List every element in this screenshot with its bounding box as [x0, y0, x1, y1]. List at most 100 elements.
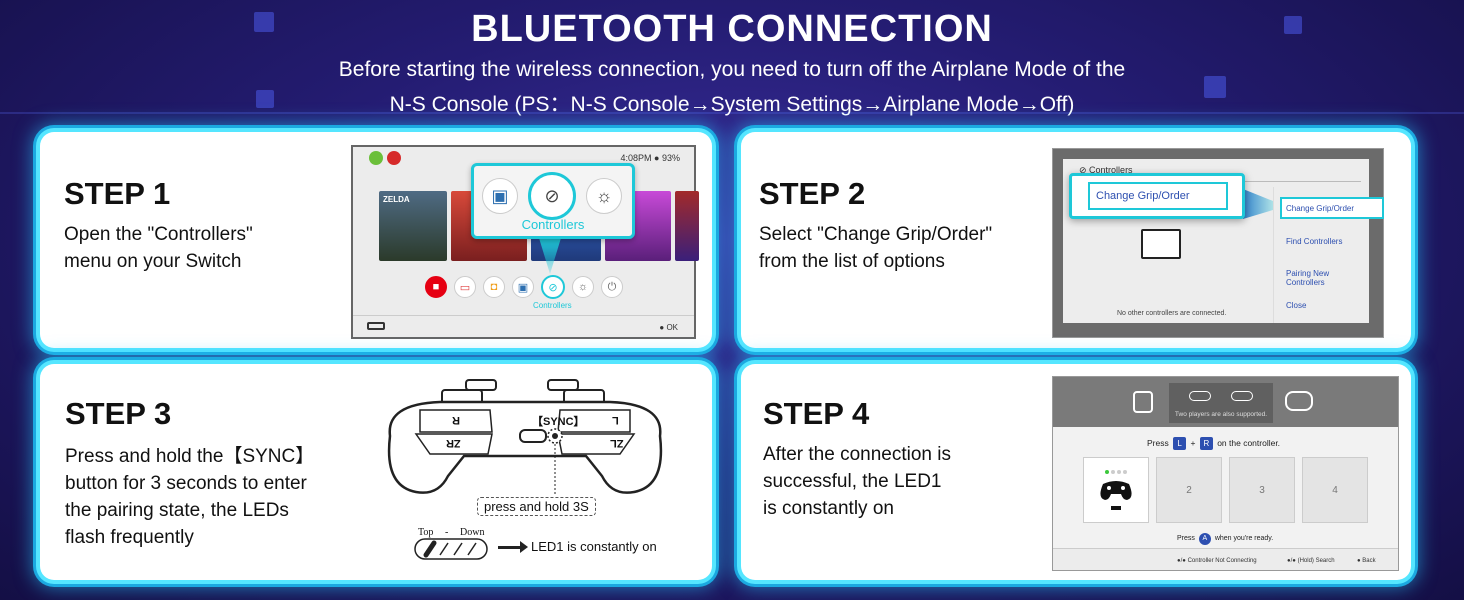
- hint-search-label: (Hold) Search: [1297, 558, 1335, 564]
- sync-button-icon[interactable]: [552, 433, 558, 439]
- step-4-switch-screenshot: Two players are also supported. Press L …: [1052, 376, 1399, 571]
- step-1-switch-screenshot: 4:08PM ● 93% ZELDA ■ ▭ ◘ ▣ ⊘ ☼ ⏻ Control…: [351, 145, 699, 339]
- ok-hint: ● OK: [659, 323, 678, 332]
- r-button-label: R: [452, 414, 460, 426]
- home-dock: ■ ▭ ◘ ▣ ⊘ ☼ ⏻: [425, 275, 623, 299]
- step-3-desc-line-4: flash frequently: [65, 527, 194, 548]
- settings-icon[interactable]: ☼: [572, 276, 594, 298]
- album-icon[interactable]: ▣: [512, 276, 534, 298]
- bottom-bar: ● OK: [353, 315, 694, 337]
- step-3-desc-line-1: Press and hold the【SYNC】: [65, 446, 315, 467]
- led-3-off: [1117, 470, 1121, 474]
- game-tile: ZELDA: [379, 191, 447, 261]
- step-2-desc-line-1: Select "Change Grip/Order": [759, 224, 993, 245]
- hint-back-label: Back: [1362, 558, 1376, 564]
- controllers-header: ⊘ Controllers: [1079, 165, 1133, 176]
- bg-decoration: [1204, 76, 1226, 98]
- settings-icon[interactable]: ☼: [586, 178, 622, 214]
- popup-controllers-label: Controllers: [521, 217, 585, 232]
- page-title: BLUETOOTH CONNECTION: [471, 8, 993, 50]
- controllers-icon[interactable]: ⊘: [541, 275, 565, 299]
- hint-back[interactable]: ● Back: [1357, 558, 1376, 564]
- controllers-menu: Change Grip/Order Find Controllers Pairi…: [1273, 187, 1384, 323]
- status-bar: 4:08PM ● 93%: [620, 153, 680, 163]
- player-slot-3: 3: [1229, 457, 1295, 523]
- controllers-zoom-popup: ▣ ⊘ ☼ Controllers: [471, 163, 635, 239]
- bg-decoration: [256, 90, 274, 108]
- menu-pairing-new-controllers[interactable]: Pairing New Controllers: [1286, 269, 1330, 287]
- no-controllers-text: No other controllers are connected.: [1117, 310, 1227, 317]
- a-button-icon: ●: [659, 323, 665, 332]
- player-slot-4: 4: [1302, 457, 1368, 523]
- menu-close[interactable]: Close: [1286, 301, 1307, 310]
- bg-decoration: [1284, 16, 1302, 34]
- zr-button-label: ZR: [446, 437, 461, 449]
- step-1-title: STEP 1: [64, 176, 171, 211]
- two-players-tip: Two players are also supported.: [1169, 383, 1273, 423]
- player-slots: 2 3 4: [1083, 457, 1368, 523]
- player-slot-1: [1083, 457, 1149, 523]
- press-and-hold-callout: press and hold 3S: [477, 497, 596, 516]
- ready-instruction: Press A when you're ready.: [1177, 533, 1273, 545]
- step-2-desc-line-2: from the list of options: [759, 251, 945, 272]
- player-slot-2: 2: [1156, 457, 1222, 523]
- power-icon[interactable]: ⏻: [601, 276, 623, 298]
- step-2-title: STEP 2: [759, 176, 866, 211]
- led-indicator-icon: [414, 538, 488, 560]
- controllers-header-label: Controllers: [1089, 165, 1133, 175]
- step-2-switch-screenshot: ⊘ Controllers No other controllers are c…: [1052, 148, 1384, 338]
- b-button-icon: ●: [1357, 558, 1363, 564]
- step-2-card: STEP 2 Select "Change Grip/Order" from t…: [741, 132, 1411, 348]
- step-4-title: STEP 4: [763, 396, 870, 431]
- grip-mode-bar: Two players are also supported.: [1053, 377, 1398, 427]
- joycon-sideways-icon: [1189, 391, 1211, 401]
- press-l-r-instruction: Press L + R on the controller.: [1147, 437, 1280, 450]
- bottom-hint-bar: ●/● Controller Not Connecting ●/● (Hold)…: [1053, 548, 1398, 570]
- on-controller-text: on the controller.: [1217, 438, 1281, 448]
- led-4-off: [1123, 470, 1127, 474]
- step-3-card: STEP 3 Press and hold the【SYNC】 button f…: [40, 364, 712, 580]
- hint-not-connecting[interactable]: ●/● Controller Not Connecting: [1177, 558, 1257, 564]
- pro-controller-icon: [1100, 481, 1132, 500]
- press-text: Press: [1147, 438, 1169, 448]
- l-key-icon: L: [1173, 437, 1187, 450]
- eshop-icon[interactable]: ■: [425, 276, 447, 298]
- shop-bag-icon[interactable]: ◘: [483, 276, 505, 298]
- avatar: [387, 151, 401, 165]
- album-icon[interactable]: ▣: [482, 178, 518, 214]
- led1-status-label: LED1 is constantly on: [531, 539, 657, 554]
- subtitle-line-1: Before starting the wireless connection,…: [338, 58, 1126, 81]
- button-icon: ●/●: [1177, 558, 1188, 564]
- controller-icon: ⊘: [1079, 165, 1090, 175]
- arrow-right-icon-head: [520, 541, 528, 553]
- a-button-icon: A: [1198, 533, 1211, 545]
- step-1-desc-line-2: menu on your Switch: [64, 251, 242, 272]
- led-1-on: [1105, 470, 1109, 474]
- arrow-right-icon: [498, 546, 522, 549]
- ok-label: OK: [666, 323, 678, 332]
- led-top-label: Top: [418, 527, 434, 538]
- hint-not-connecting-label: Controller Not Connecting: [1187, 558, 1257, 564]
- menu-find-controllers[interactable]: Find Controllers: [1286, 237, 1343, 246]
- subtitle-line-2: N-S Console (PS：N-S Console→System Setti…: [389, 93, 1075, 116]
- zoom-change-grip-order[interactable]: Change Grip/Order: [1088, 182, 1228, 210]
- news-icon[interactable]: ▭: [454, 276, 476, 298]
- joycon-sideways-icon: [1231, 391, 1253, 401]
- avatar: [369, 151, 383, 165]
- hint-search[interactable]: ●/● (Hold) Search: [1287, 558, 1335, 564]
- step-4-desc-line-2: successful, the LED1: [763, 471, 942, 492]
- button-icon: ●/●: [1287, 558, 1298, 564]
- ready-press-text: Press: [1177, 535, 1195, 542]
- r-key-icon: R: [1199, 437, 1213, 450]
- dock-controllers-label: Controllers: [533, 301, 572, 310]
- usb-port-icon: [519, 429, 547, 443]
- controllers-icon[interactable]: ⊘: [528, 172, 576, 220]
- led-down-label: Down: [460, 527, 485, 538]
- ready-text: when you're ready.: [1214, 535, 1274, 542]
- popup-icons: ▣ ⊘ ☼: [482, 172, 622, 220]
- menu-change-grip-order[interactable]: Change Grip/Order: [1280, 197, 1384, 219]
- user-avatars: [369, 151, 401, 165]
- pro-controller-icon: [1285, 391, 1313, 411]
- step-1-desc-line-1: Open the "Controllers": [64, 224, 253, 245]
- step-3-desc-line-3: the pairing state, the LEDs: [65, 500, 289, 521]
